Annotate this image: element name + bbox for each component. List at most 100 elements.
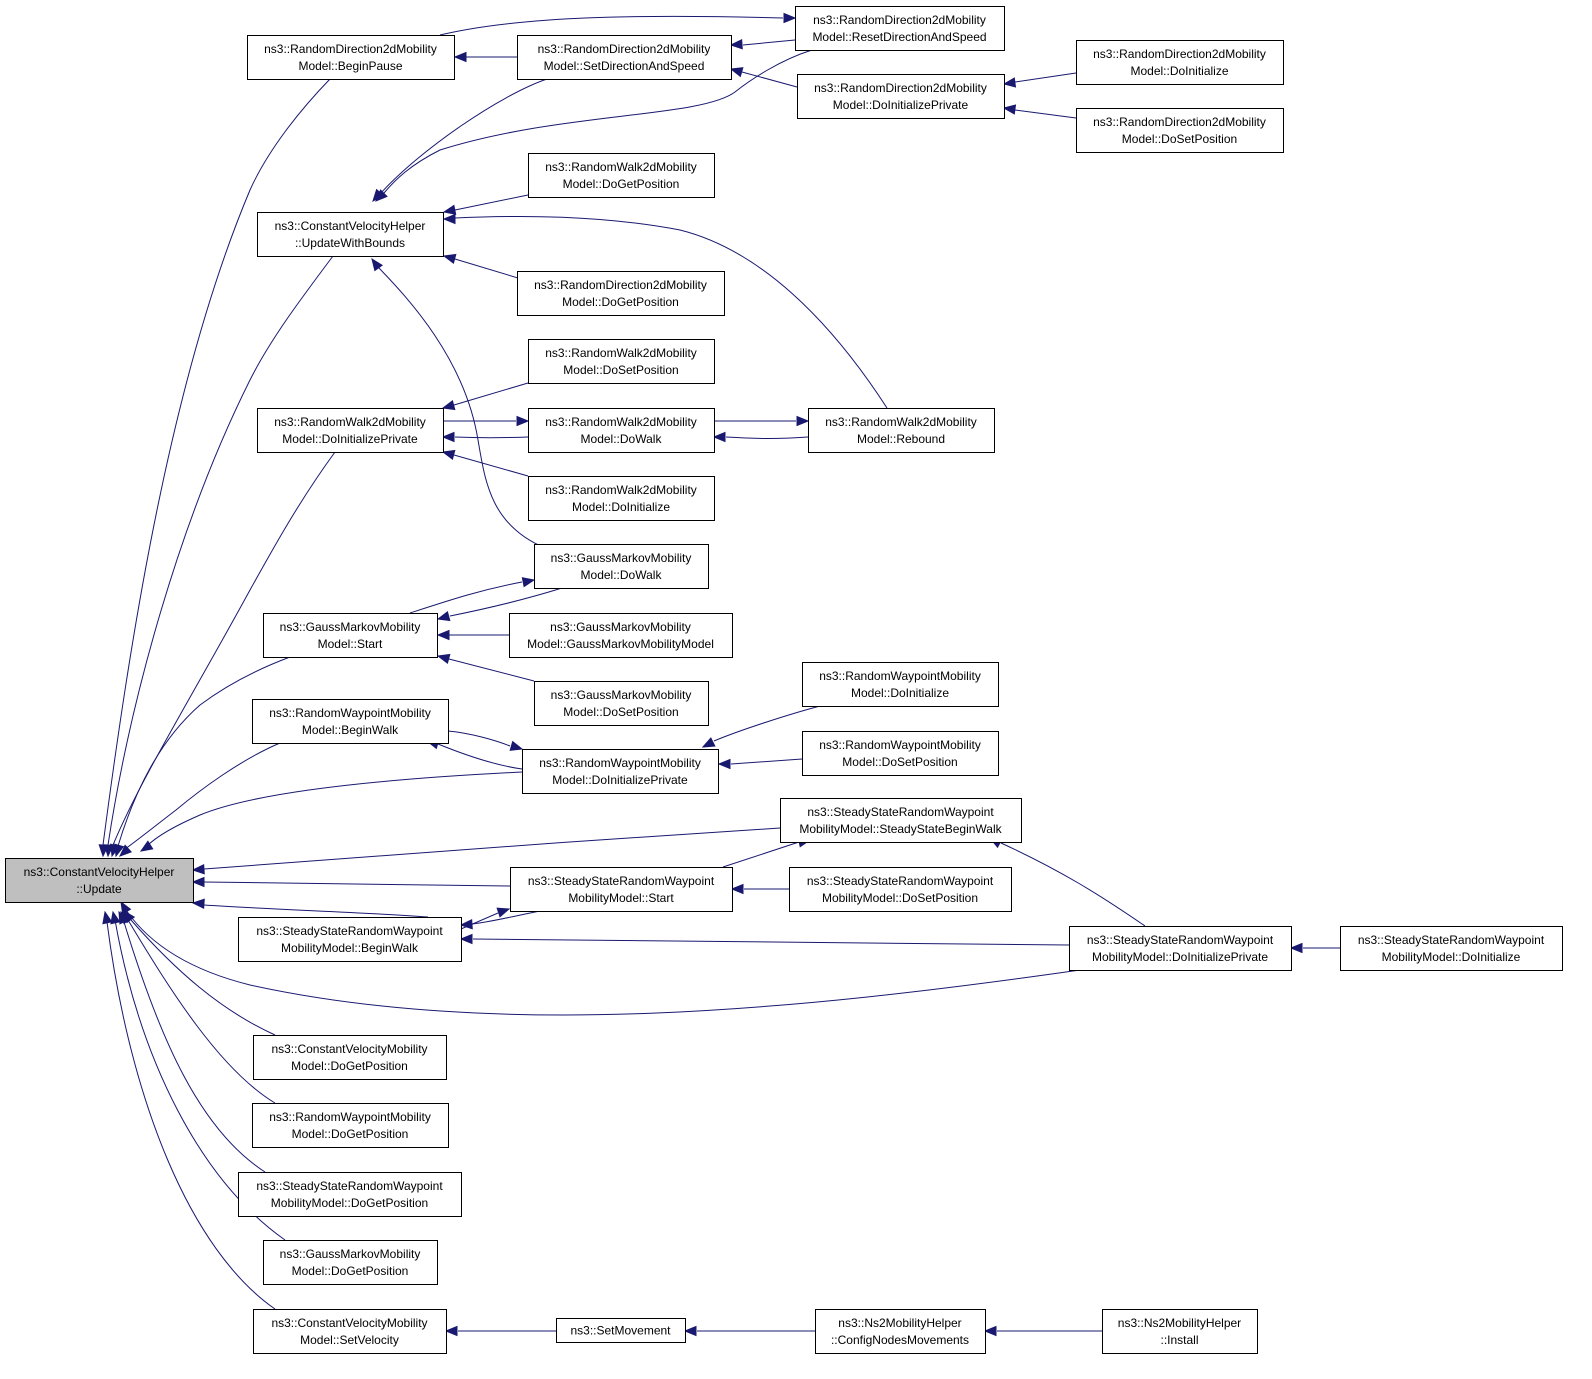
- edge-ss_start-to-ss_beginwalk: [459, 910, 541, 930]
- node-rd_reset[interactable]: ns3::RandomDirection2dMobilityModel::Res…: [795, 6, 1005, 51]
- edge-line: [203, 827, 781, 870]
- node-label: ns3::RandomWaypointMobility: [269, 1110, 431, 1124]
- edge-line: [127, 919, 276, 1104]
- node-rw_doinit[interactable]: ns3::RandomWalk2dMobilityModel::DoInitia…: [528, 476, 715, 521]
- node-box[interactable]: [1340, 926, 1563, 971]
- node-box[interactable]: [534, 544, 709, 589]
- node-label: MobilityModel::DoGetPosition: [271, 1196, 428, 1210]
- node-label: Model::SetVelocity: [300, 1333, 399, 1347]
- node-box[interactable]: [263, 1240, 438, 1285]
- node-box[interactable]: [247, 35, 455, 80]
- node-box[interactable]: [253, 1035, 447, 1080]
- node-box[interactable]: [556, 1318, 686, 1343]
- node-setmovement[interactable]: ns3::SetMovement: [556, 1318, 686, 1343]
- node-box[interactable]: [802, 731, 999, 776]
- edge-line: [447, 730, 511, 747]
- node-rw_dosetpos[interactable]: ns3::RandomWalk2dMobilityModel::DoSetPos…: [528, 339, 715, 384]
- node-gm_dogetpos[interactable]: ns3::GaussMarkovMobilityModel::DoGetPosi…: [263, 1240, 438, 1285]
- arrowhead-icon: [441, 399, 456, 411]
- node-gm_dowalk[interactable]: ns3::GaussMarkovMobilityModel::DoWalk: [534, 544, 709, 589]
- node-box[interactable]: [522, 749, 719, 794]
- node-box[interactable]: [528, 408, 715, 453]
- node-box[interactable]: [5, 858, 194, 903]
- node-box[interactable]: [238, 917, 462, 962]
- node-label: ::Update: [76, 882, 122, 896]
- node-box[interactable]: [528, 476, 715, 521]
- node-box[interactable]: [509, 613, 733, 658]
- node-box[interactable]: [510, 867, 733, 912]
- node-gm_ctor[interactable]: ns3::GaussMarkovMobilityModel::GaussMark…: [509, 613, 733, 658]
- edge-ss_dosetpos-to-ss_start: [730, 883, 789, 895]
- node-rd_beginpause[interactable]: ns3::RandomDirection2dMobilityModel::Beg…: [247, 35, 455, 80]
- edge-cvh_bounds-to-update: [103, 255, 334, 858]
- node-box[interactable]: [252, 699, 449, 744]
- node-label: ns3::RandomWalk2dMobility: [545, 415, 697, 429]
- node-rw_dogetpos[interactable]: ns3::RandomWalk2dMobilityModel::DoGetPos…: [528, 153, 715, 198]
- arrowhead-icon: [436, 610, 451, 622]
- node-box[interactable]: [263, 613, 438, 658]
- node-label: Model::SetDirectionAndSpeed: [544, 59, 705, 73]
- node-rd_dogetpos[interactable]: ns3::RandomDirection2dMobilityModel::DoG…: [517, 271, 725, 316]
- node-gm_dosetpos[interactable]: ns3::GaussMarkovMobilityModel::DoSetPosi…: [534, 681, 709, 726]
- node-box[interactable]: [1069, 926, 1292, 971]
- node-label: ns3::Ns2MobilityHelper: [838, 1316, 961, 1330]
- edge-rwp_doinitpriv-to-update: [139, 771, 523, 852]
- node-ss_dogetpos[interactable]: ns3::SteadyStateRandomWaypointMobilityMo…: [238, 1172, 462, 1217]
- node-box[interactable]: [802, 662, 999, 707]
- node-cv_dogetpos[interactable]: ns3::ConstantVelocityMobilityModel::DoGe…: [253, 1035, 447, 1080]
- node-rd_dosetpos[interactable]: ns3::RandomDirection2dMobilityModel::DoS…: [1076, 108, 1284, 153]
- node-rwp_doinit[interactable]: ns3::RandomWaypointMobilityModel::DoInit…: [802, 662, 999, 707]
- node-rd_setdir[interactable]: ns3::RandomDirection2dMobilityModel::Set…: [517, 35, 732, 80]
- node-rwp_dosetpos[interactable]: ns3::RandomWaypointMobilityModel::DoSetP…: [802, 731, 999, 776]
- node-cvh_bounds[interactable]: ns3::ConstantVelocityHelper::UpdateWithB…: [257, 212, 444, 257]
- node-rd_doinitpriv[interactable]: ns3::RandomDirection2dMobilityModel::DoI…: [797, 74, 1005, 119]
- node-box[interactable]: [534, 681, 709, 726]
- node-rwp_dogetpos[interactable]: ns3::RandomWaypointMobilityModel::DoGetP…: [252, 1103, 449, 1148]
- node-box[interactable]: [257, 408, 444, 453]
- arrowhead-icon: [730, 883, 744, 895]
- node-box[interactable]: [528, 153, 715, 198]
- edge-ss_doinitpriv-to-ss_beginwalk: [459, 933, 1070, 946]
- node-box[interactable]: [815, 1309, 986, 1354]
- node-ss_steadybegin[interactable]: ns3::SteadyStateRandomWaypointMobilityMo…: [780, 798, 1022, 843]
- node-box[interactable]: [528, 339, 715, 384]
- node-rwp_beginwalk[interactable]: ns3::RandomWaypointMobilityModel::BeginW…: [252, 699, 449, 744]
- node-box[interactable]: [252, 1103, 449, 1148]
- node-update[interactable]: ns3::ConstantVelocityHelper::Update: [5, 858, 194, 903]
- arrowhead-icon: [442, 213, 456, 225]
- node-box[interactable]: [1076, 40, 1284, 85]
- node-cv_setvel[interactable]: ns3::ConstantVelocityMobilityModel::SetV…: [253, 1309, 447, 1354]
- node-box[interactable]: [795, 6, 1005, 51]
- node-ss_doinitpriv[interactable]: ns3::SteadyStateRandomWaypointMobilityMo…: [1069, 926, 1292, 971]
- node-ns2_config[interactable]: ns3::Ns2MobilityHelper::ConfigNodesMovem…: [815, 1309, 986, 1354]
- node-ss_start[interactable]: ns3::SteadyStateRandomWaypointMobilityMo…: [510, 867, 733, 912]
- node-rw_doinitpriv[interactable]: ns3::RandomWalk2dMobilityModel::DoInitia…: [257, 408, 444, 453]
- node-box[interactable]: [517, 35, 732, 80]
- node-box[interactable]: [808, 408, 995, 453]
- node-label: Model::DoSetPosition: [563, 705, 678, 719]
- node-box[interactable]: [797, 74, 1005, 119]
- node-box[interactable]: [253, 1309, 447, 1354]
- node-box[interactable]: [1102, 1309, 1258, 1354]
- node-box[interactable]: [257, 212, 444, 257]
- node-box[interactable]: [789, 867, 1012, 912]
- node-ss_beginwalk[interactable]: ns3::SteadyStateRandomWaypointMobilityMo…: [238, 917, 462, 962]
- edge-rd_setdir-to-cvh_bounds: [372, 78, 548, 203]
- node-box[interactable]: [780, 798, 1022, 843]
- node-gm_start[interactable]: ns3::GaussMarkovMobilityModel::Start: [263, 613, 438, 658]
- node-box[interactable]: [1076, 108, 1284, 153]
- node-label: MobilityModel::SteadyStateBeginWalk: [799, 822, 1002, 836]
- edge-rwp_dosetpos-to-rwp_doinitpriv: [717, 758, 803, 770]
- node-ns2_install[interactable]: ns3::Ns2MobilityHelper::Install: [1102, 1309, 1258, 1354]
- node-box[interactable]: [238, 1172, 462, 1217]
- node-box[interactable]: [517, 271, 725, 316]
- node-ss_doinit[interactable]: ns3::SteadyStateRandomWaypointMobilityMo…: [1340, 926, 1563, 971]
- edge-cv_setvel-to-update: [102, 910, 276, 1310]
- node-rd_doinit[interactable]: ns3::RandomDirection2dMobilityModel::DoI…: [1076, 40, 1284, 85]
- node-ss_dosetpos[interactable]: ns3::SteadyStateRandomWaypointMobilityMo…: [789, 867, 1012, 912]
- node-label: MobilityModel::BeginWalk: [281, 941, 419, 955]
- node-rwp_doinitpriv[interactable]: ns3::RandomWaypointMobilityModel::DoInit…: [522, 749, 719, 794]
- node-label: Model::DoSetPosition: [563, 363, 678, 377]
